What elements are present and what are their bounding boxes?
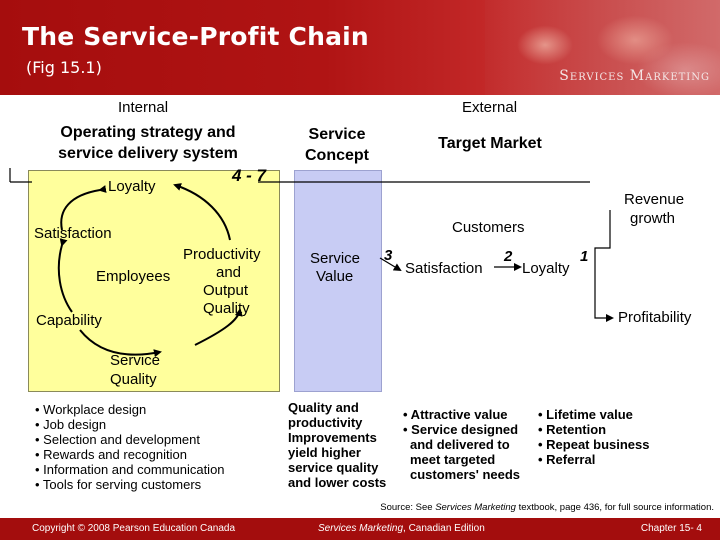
list-item: yield higher (288, 445, 361, 460)
label-productivity: Productivity (183, 246, 261, 263)
label-employee-satisfaction: Satisfaction (34, 225, 112, 242)
list-item: • Lifetime value (538, 407, 633, 422)
slide-subtitle: (Fig 15.1) (26, 58, 102, 77)
service-concept-panel (294, 170, 382, 392)
header-photo (485, 0, 720, 95)
list-item: • Information and communication (35, 462, 225, 477)
results-list: • Lifetime value • Retention • Repeat bu… (538, 407, 649, 467)
footer-chapter: Chapter 15- 4 (640, 523, 702, 534)
label-employees: Employees (96, 268, 171, 285)
label-service-value-line1: Service (310, 250, 361, 267)
heading-operating-strategy: Operating strategy and service delivery … (58, 124, 238, 162)
slide-title: The Service-Profit Chain (22, 22, 369, 51)
brand-logo-text: Services Marketing (559, 68, 710, 84)
list-item: customers' needs (410, 467, 521, 482)
step-1: 1 (580, 248, 589, 265)
label-productivity-and: and (216, 264, 242, 281)
operating-strategy-list: • Workplace design • Job design • Select… (35, 402, 225, 492)
footer-copyright: Copyright © 2008 Pearson Education Canad… (32, 523, 236, 534)
section-internal: Internal (118, 99, 169, 116)
list-item: • Job design (35, 417, 107, 432)
step-2: 2 (504, 248, 513, 265)
list-item: service quality (288, 460, 379, 475)
list-item: • Referral (538, 452, 596, 467)
footer-book: Services Marketing, Canadian Edition (318, 523, 485, 534)
loyalty-to-revenue (594, 228, 611, 267)
label-growth: growth (630, 210, 676, 227)
list-item: • Retention (538, 422, 607, 437)
target-market-attributes-list: • Attractive value • Service designed an… (403, 407, 520, 482)
step-range-4-7: 4 - 7 (232, 166, 267, 185)
heading-service-concept: Service Concept (305, 126, 369, 164)
label-customers: Customers (452, 219, 525, 236)
list-item: Improvements (288, 430, 377, 445)
label-service-quality-line1: Service (110, 352, 161, 369)
heading-target-market: Target Market (438, 135, 542, 152)
section-external: External (462, 99, 518, 116)
list-item: • Attractive value (403, 407, 508, 422)
label-customer-loyalty: Loyalty (522, 260, 570, 277)
slide-header: The Service-Profit Chain (Fig 15.1) Serv… (0, 0, 720, 95)
list-item: • Tools for serving customers (35, 477, 202, 492)
list-item: meet targeted (410, 452, 496, 467)
list-item: Quality and (288, 400, 359, 415)
label-output: Output (203, 282, 249, 299)
label-service-quality-line2: Quality (110, 371, 157, 388)
list-item: and lower costs (288, 475, 387, 490)
list-item: • Service designed (403, 422, 519, 437)
label-capability: Capability (36, 312, 102, 329)
slide-footer: Copyright © 2008 Pearson Education Canad… (0, 518, 720, 540)
service-concept-list: Quality and productivity Improvements yi… (288, 400, 386, 490)
label-revenue: Revenue (624, 191, 685, 208)
list-item: • Selection and development (35, 432, 200, 447)
label-profitability: Profitability (618, 309, 692, 326)
source-suffix: textbook, page 436, for full source info… (515, 502, 714, 513)
label-service-value-line2: Value (316, 268, 354, 285)
step-3: 3 (384, 247, 393, 264)
source-book-title: Services Marketing (435, 502, 516, 513)
list-item: productivity (288, 415, 363, 430)
list-item: • Rewards and recognition (35, 447, 187, 462)
list-item: • Workplace design (35, 402, 147, 417)
source-prefix: Source: See (380, 502, 436, 513)
footer-book-title: Services Marketing (318, 523, 404, 534)
label-customer-satisfaction: Satisfaction (405, 260, 483, 277)
label-employee-loyalty: Loyalty (108, 178, 156, 195)
list-item: • Repeat business (538, 437, 650, 452)
label-quality: Quality (203, 300, 250, 317)
list-item: and delivered to (410, 437, 510, 452)
loyalty-to-profitability (594, 267, 614, 322)
footer-edition: , Canadian Edition (403, 523, 485, 534)
source-note: Source: See Services Marketing textbook,… (380, 502, 714, 513)
